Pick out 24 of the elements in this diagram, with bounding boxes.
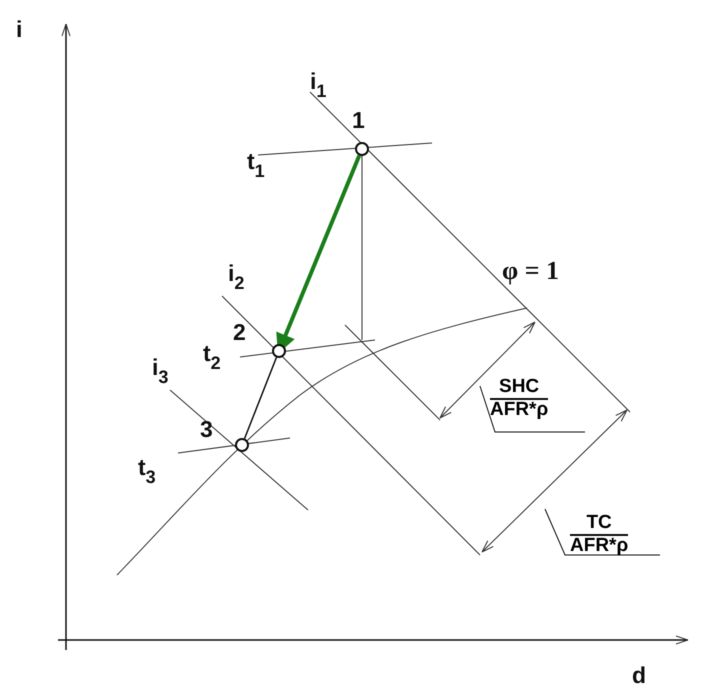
- state-point: [355, 142, 369, 156]
- temperature-label: t$_{2}$: [203, 342, 221, 372]
- curve-label: φ = 1: [502, 258, 560, 284]
- temperature-label: t$_{3}$: [138, 456, 156, 486]
- state-point: [235, 438, 249, 452]
- enthalpy-label: i$_{1}$: [310, 70, 326, 100]
- denominator-text: AFR*ρ: [570, 536, 628, 557]
- leader-line: [480, 386, 586, 432]
- numerator-text: TC: [570, 513, 628, 536]
- fraction-label: [570, 513, 628, 557]
- axis-label: i: [16, 18, 22, 41]
- fraction-label: [490, 377, 548, 421]
- leader-line: [544, 508, 660, 556]
- process-line: [244, 357, 278, 439]
- point-number: 1: [352, 109, 365, 132]
- axis-label: d: [632, 664, 646, 687]
- denominator-text: AFR*ρ: [490, 400, 548, 421]
- state-point: [272, 344, 286, 358]
- enthalpy-label: i$_{3}$: [152, 356, 168, 386]
- point-number: 3: [200, 418, 213, 441]
- numerator-text: SHC: [490, 377, 548, 400]
- point-number: 2: [233, 321, 246, 344]
- enthalpy-label: i$_{2}$: [228, 262, 244, 292]
- temperature-label: t$_{1}$: [247, 150, 265, 180]
